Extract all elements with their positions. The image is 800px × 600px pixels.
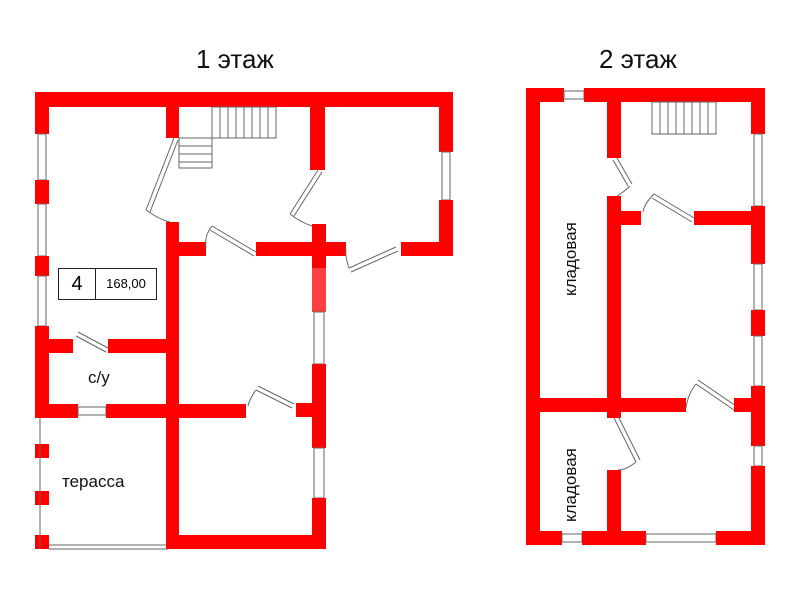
room-label-terrace: терасса: [62, 472, 125, 491]
plan-area-tag: 4 168,00: [58, 268, 157, 300]
room-label-storage-2: кладовая: [561, 448, 580, 522]
plan-number: 4: [59, 269, 96, 299]
room-label-bathroom: с/у: [88, 368, 110, 387]
floor-2-title: 2 этаж: [599, 44, 677, 74]
room-label-storage-1: кладовая: [561, 222, 580, 296]
floor-1-plan: [35, 92, 453, 550]
floor-1-title: 1 этаж: [196, 44, 274, 74]
plan-area: 168,00: [106, 276, 146, 291]
floor-2-plan: [526, 88, 765, 545]
